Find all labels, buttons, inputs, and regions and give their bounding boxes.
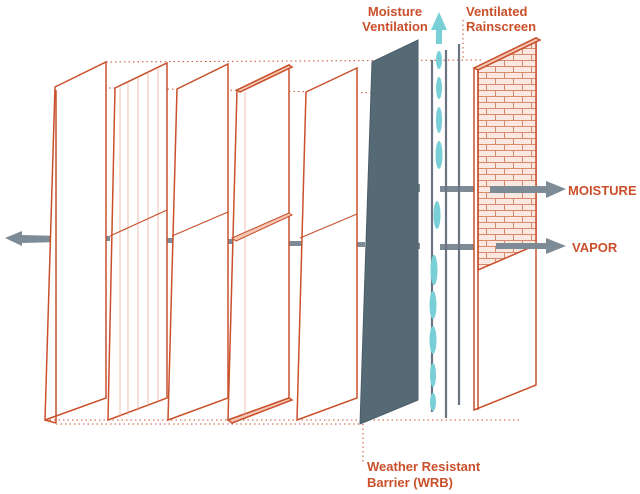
wrb-line-1: Weather Resistant bbox=[367, 459, 481, 474]
arrow-left-icon bbox=[5, 231, 60, 246]
layer-panel-3 bbox=[167, 62, 229, 422]
layer-panel-5 bbox=[296, 66, 358, 422]
guide-top bbox=[105, 59, 483, 63]
ventilation-rods bbox=[430, 44, 461, 418]
layer-panel-2 bbox=[107, 61, 168, 422]
arrow-up-icon bbox=[431, 12, 447, 44]
moisture-ventilation-line-2: Ventilation bbox=[362, 19, 428, 34]
outgoing-arrows bbox=[490, 181, 566, 254]
ventilated-rainscreen-panel bbox=[472, 36, 542, 412]
ventilated-rainscreen-label: Ventilated Rainscreen bbox=[466, 4, 546, 34]
wrb-line-2: Barrier (WRB) bbox=[367, 475, 453, 490]
moisture-ventilation-line-1: Moisture bbox=[367, 4, 423, 19]
vertical-ventilation-arrow bbox=[429, 12, 447, 411]
arrow-right-icon bbox=[496, 238, 566, 254]
weather-resistant-barrier-panel bbox=[359, 39, 419, 425]
moisture-label: MOISTURE bbox=[568, 183, 637, 198]
moisture-ventilation-label: Moisture Ventilation bbox=[355, 4, 435, 34]
vapor-label: VAPOR bbox=[572, 240, 618, 255]
wrb-label: Weather Resistant Barrier (WRB) bbox=[367, 459, 480, 491]
ventilated-rainscreen-line-1: Ventilated bbox=[466, 4, 528, 19]
layer-panel-1 bbox=[44, 60, 107, 424]
ventilated-rainscreen-line-2: Rainscreen bbox=[466, 19, 537, 34]
brick-pattern bbox=[477, 40, 537, 272]
arrow-right-icon bbox=[490, 181, 566, 198]
layer-panel-4 bbox=[226, 63, 294, 424]
